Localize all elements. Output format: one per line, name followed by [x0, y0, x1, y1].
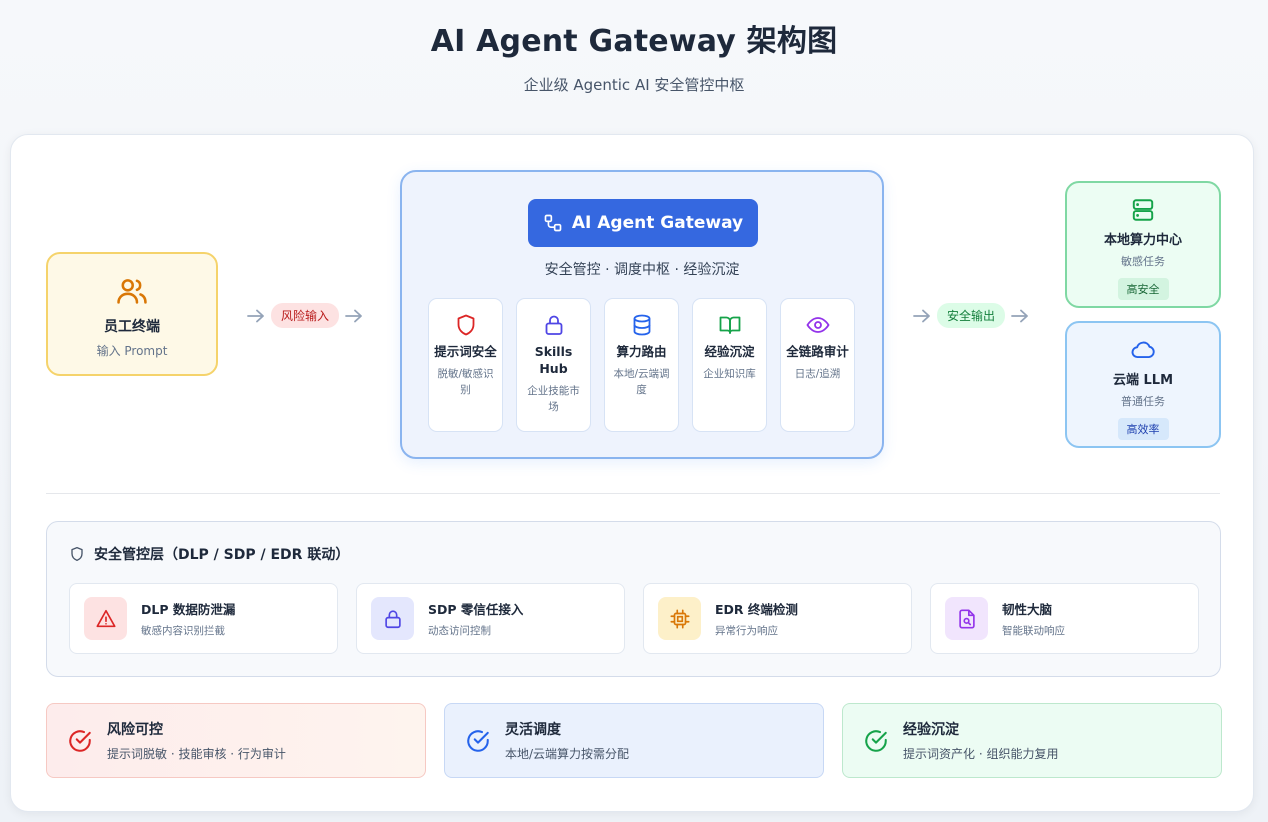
local-compute-node: 本地算力中心 敏感任务 高安全 [1065, 181, 1221, 308]
arrow-right-icon [1011, 309, 1028, 322]
security-card-sub: 异常行为响应 [715, 625, 778, 637]
security-card-title: SDP 零信任接入 [428, 602, 524, 617]
workflow-icon [544, 214, 562, 232]
benefit-cards: 风险可控 提示词脱敏 · 技能审核 · 行为审计 灵活调度 本地/云端算力按需分… [46, 703, 1222, 778]
employee-terminal-sub: 输入 Prompt [96, 344, 168, 358]
security-card-sub: 敏感内容识别拦截 [141, 625, 225, 637]
lock-icon [517, 313, 590, 337]
header: AI Agent Gateway 架构图 企业级 Agentic AI 安全管控… [0, 16, 1268, 95]
lock-icon [371, 597, 414, 640]
arrow-right-icon [247, 309, 264, 322]
security-card-title: EDR 终端检测 [715, 602, 798, 617]
architecture-diagram: 员工终端 输入 Prompt 风险输入 AI Agent Gateway 安全管… [10, 134, 1254, 812]
benefit-title: 风险可控 [107, 722, 163, 738]
cloud-llm-title: 云端 LLM [1112, 373, 1174, 388]
local-compute-sub: 敏感任务 [1121, 255, 1165, 268]
module-title: 算力路由 [616, 344, 667, 359]
cloud-llm-node: 云端 LLM 普通任务 高效率 [1065, 321, 1221, 448]
gateway-title: AI Agent Gateway [571, 213, 744, 233]
book-icon [693, 313, 766, 337]
users-icon [48, 274, 216, 308]
benefit-title: 经验沉淀 [903, 722, 959, 738]
safe-output-flow: 安全输出 [913, 303, 1029, 328]
gateway-title-badge: AI Agent Gateway [528, 199, 758, 247]
benefit-sub: 本地/云端算力按需分配 [505, 747, 630, 761]
cloud-llm-sub: 普通任务 [1121, 395, 1165, 408]
local-compute-tag: 高安全 [1117, 278, 1169, 300]
benefit-sub: 提示词资产化 · 组织能力复用 [903, 747, 1059, 761]
security-layer-header: 安全管控层（DLP / SDP / EDR 联动） [69, 544, 349, 564]
gateway-modules: 提示词安全 脱敏/敏感识别 Skills Hub 企业技能市场 算力路由 本地/… [428, 298, 855, 432]
security-cards: DLP 数据防泄漏 敏感内容识别拦截 SDP 零信任接入 动态访问控制 ED [69, 583, 1199, 654]
chip-icon [658, 597, 701, 640]
file-search-icon [945, 597, 988, 640]
security-card-title: DLP 数据防泄漏 [141, 602, 236, 617]
check-circle-icon [69, 729, 91, 752]
benefit-sub: 提示词脱敏 · 技能审核 · 行为审计 [107, 747, 286, 761]
security-layer-title: 安全管控层（DLP / SDP / EDR 联动） [94, 547, 350, 563]
module-title: 提示词安全 [434, 344, 497, 359]
security-card-sub: 智能联动响应 [1002, 625, 1065, 637]
risk-input-label: 风险输入 [271, 303, 340, 328]
page-title: AI Agent Gateway 架构图 [430, 24, 838, 59]
server-icon [1067, 197, 1219, 223]
module-sub: 本地/云端调度 [613, 368, 670, 396]
employee-terminal-node: 员工终端 输入 Prompt [46, 252, 218, 376]
security-card-sdp: SDP 零信任接入 动态访问控制 [356, 583, 625, 654]
module-sub: 脱敏/敏感识别 [437, 368, 494, 396]
security-card-resilience: 韧性大脑 智能联动响应 [930, 583, 1199, 654]
local-compute-title: 本地算力中心 [1103, 233, 1182, 248]
shield-icon [429, 313, 502, 337]
module-sub: 企业知识库 [703, 368, 756, 380]
arrow-right-icon [345, 309, 362, 322]
benefit-experience: 经验沉淀 提示词资产化 · 组织能力复用 [842, 703, 1222, 778]
shield-icon [71, 547, 83, 561]
module-prompt-security: 提示词安全 脱敏/敏感识别 [428, 298, 503, 432]
security-card-sub: 动态访问控制 [428, 625, 491, 637]
section-divider [46, 493, 1220, 494]
risk-input-flow: 风险输入 [247, 303, 363, 328]
arrow-right-icon [913, 309, 930, 322]
benefit-risk-control: 风险可控 提示词脱敏 · 技能审核 · 行为审计 [46, 703, 426, 778]
module-skills-hub: Skills Hub 企业技能市场 [516, 298, 591, 432]
module-experience: 经验沉淀 企业知识库 [692, 298, 767, 432]
benefit-flexible-scheduling: 灵活调度 本地/云端算力按需分配 [444, 703, 824, 778]
module-audit: 全链路审计 日志/追溯 [780, 298, 855, 432]
security-card-edr: EDR 终端检测 异常行为响应 [643, 583, 912, 654]
module-title: 经验沉淀 [704, 344, 755, 359]
cloud-icon [1067, 337, 1219, 363]
security-card-title: 韧性大脑 [1002, 602, 1053, 617]
module-sub: 日志/追溯 [794, 368, 841, 380]
check-circle-icon [467, 729, 489, 752]
alert-icon [84, 597, 127, 640]
database-icon [605, 313, 678, 337]
security-card-dlp: DLP 数据防泄漏 敏感内容识别拦截 [69, 583, 338, 654]
gateway-node: AI Agent Gateway 安全管控 · 调度中枢 · 经验沉淀 提示词安… [400, 170, 884, 459]
cloud-llm-tag: 高效率 [1117, 418, 1169, 440]
security-layer-panel: 安全管控层（DLP / SDP / EDR 联动） DLP 数据防泄漏 敏感内容… [46, 521, 1221, 677]
employee-terminal-title: 员工终端 [104, 319, 160, 335]
check-circle-icon [865, 729, 887, 752]
module-title: 全链路审计 [786, 344, 849, 359]
benefit-title: 灵活调度 [505, 722, 561, 738]
safe-output-label: 安全输出 [937, 303, 1006, 328]
module-title: Skills Hub [534, 344, 573, 376]
module-sub: 企业技能市场 [527, 385, 580, 413]
page-subtitle: 企业级 Agentic AI 安全管控中枢 [523, 76, 745, 94]
gateway-subtitle: 安全管控 · 调度中枢 · 经验沉淀 [544, 262, 740, 278]
module-compute-routing: 算力路由 本地/云端调度 [604, 298, 679, 432]
eye-icon [781, 313, 854, 337]
